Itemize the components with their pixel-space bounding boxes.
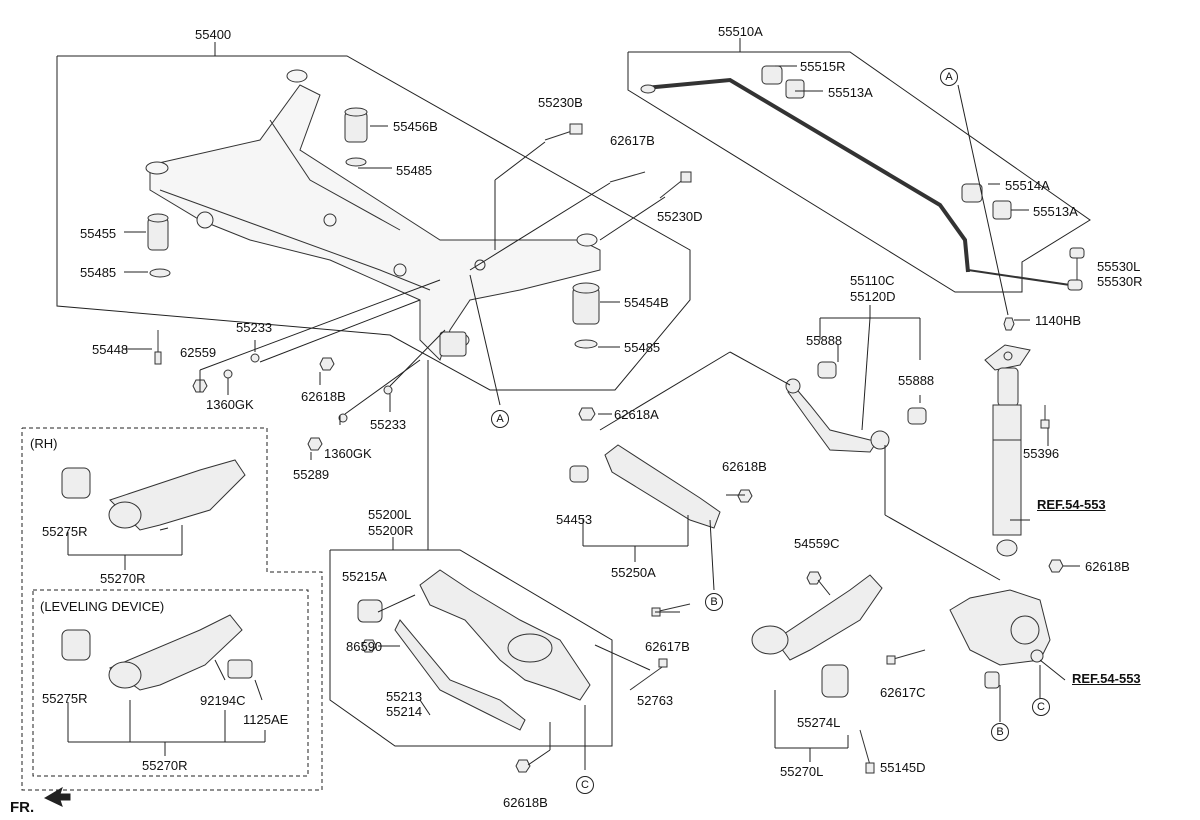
upper-arm	[785, 361, 927, 453]
marker-c: C	[1032, 698, 1050, 716]
label-rh: (RH)	[30, 436, 58, 451]
label-55274l: 55274L	[797, 715, 841, 730]
label-62618a: 62618A	[614, 407, 659, 422]
leader-lines	[67, 65, 1080, 770]
label-55200r: 55200R	[368, 523, 414, 538]
label-62617b: 62617B	[645, 639, 690, 654]
label-62618b: 62618B	[1085, 559, 1130, 574]
marker-a: A	[491, 410, 509, 428]
crossmember-group-outline	[56, 55, 691, 391]
label-62618b: 62618B	[503, 795, 548, 810]
label-55513a: 55513A	[1033, 204, 1078, 219]
label-1125ae: 1125AE	[243, 712, 289, 727]
label-55213: 55213	[386, 689, 423, 704]
label-55888: 55888	[806, 333, 843, 348]
label-54453: 54453	[556, 512, 593, 527]
label-1360gk: 1360GK	[206, 397, 254, 412]
label-55513a: 55513A	[828, 85, 873, 100]
label-62617b: 62617B	[610, 133, 655, 148]
label-1140hb: 1140HB	[1035, 313, 1082, 328]
label-55510a: 55510A	[718, 24, 763, 39]
label-55250a: 55250A	[611, 565, 656, 580]
bolts	[154, 123, 1064, 774]
label-55530r: 55530R	[1097, 274, 1143, 289]
label-55233: 55233	[370, 417, 407, 432]
marker-b: B	[991, 723, 1009, 741]
label-ref-54-553[interactable]: REF.54-553	[1072, 671, 1141, 686]
label-55448: 55448	[92, 342, 129, 357]
label-62618b: 62618B	[301, 389, 346, 404]
label-ref-54-553[interactable]: REF.54-553	[1037, 497, 1106, 512]
label-55120d: 55120D	[850, 289, 896, 304]
lower-arm-group-outline	[329, 549, 613, 747]
label-62559: 62559	[180, 345, 217, 360]
fr-arrow	[43, 786, 71, 807]
label-55455: 55455	[80, 226, 117, 241]
leveling-group-outline	[32, 589, 309, 777]
label-55214: 55214	[386, 704, 423, 719]
label-55530l: 55530L	[1097, 259, 1141, 274]
label-55485: 55485	[80, 265, 117, 280]
label-86590: 86590	[346, 639, 383, 654]
label-55200l: 55200L	[368, 507, 412, 522]
label-55230b: 55230B	[538, 95, 583, 110]
label-1360gk: 1360GK	[324, 446, 372, 461]
label-55289: 55289	[293, 467, 330, 482]
marker-b: B	[705, 593, 723, 611]
trailing-arm-lh	[751, 574, 883, 698]
stabilizer-bar	[640, 65, 1085, 291]
label-62618b: 62618B	[722, 459, 767, 474]
label-55400: 55400	[195, 27, 232, 42]
label-55270r: 55270R	[142, 758, 188, 773]
label-52763: 52763	[637, 693, 674, 708]
label-55275r: 55275R	[42, 691, 88, 706]
label-55270r: 55270R	[100, 571, 146, 586]
shock-absorber	[984, 344, 1031, 557]
label-55215a: 55215A	[342, 569, 387, 584]
label-55396: 55396	[1023, 446, 1060, 461]
label-55888: 55888	[898, 373, 935, 388]
label-92194c: 92194C	[200, 693, 246, 708]
label-54559c: 54559C	[794, 536, 840, 551]
marker-c: C	[576, 776, 594, 794]
assist-arm	[569, 444, 721, 529]
label-62617c: 62617C	[880, 685, 926, 700]
label-55275r: 55275R	[42, 524, 88, 539]
label-55485: 55485	[624, 340, 661, 355]
label-leveling-device: (LEVELING DEVICE)	[40, 599, 165, 614]
label-55110c: 55110C	[850, 273, 895, 288]
trailing-arm-rh	[61, 459, 253, 691]
label-55454b: 55454B	[624, 295, 669, 310]
label-55456b: 55456B	[393, 119, 438, 134]
label-55233: 55233	[236, 320, 273, 335]
knuckle	[949, 589, 1051, 689]
label-55145d: 55145D	[880, 760, 926, 775]
label-55515r: 55515R	[800, 59, 846, 74]
label-55270l: 55270L	[780, 764, 824, 779]
marker-a: A	[940, 68, 958, 86]
label-55514a: 55514A	[1005, 178, 1050, 193]
label-55485: 55485	[396, 163, 433, 178]
crossmember-frame	[145, 69, 601, 361]
lower-arm	[357, 569, 591, 731]
rh-group-outline	[21, 427, 323, 791]
bushings	[147, 107, 600, 357]
label-front-direction: FR.	[10, 799, 35, 816]
label-55230d: 55230D	[657, 209, 703, 224]
